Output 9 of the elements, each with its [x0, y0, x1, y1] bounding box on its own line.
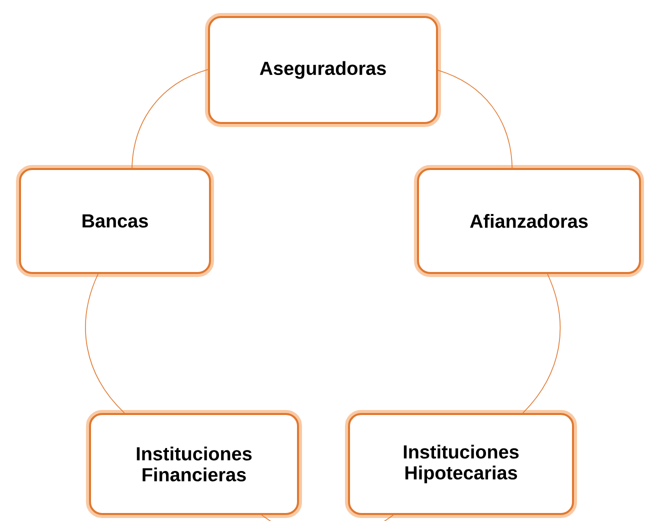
connector-arc — [522, 274, 560, 414]
connector-arc — [85, 274, 125, 414]
connector-arc — [438, 70, 513, 168]
rounded-box: Aseguradoras — [205, 12, 441, 127]
rounded-box: Bancas — [16, 164, 214, 277]
rounded-box: Afianzadoras — [414, 164, 644, 277]
connector-arc — [132, 69, 208, 168]
rounded-box: Instituciones Financieras — [86, 410, 302, 518]
rounded-box: Instituciones Hipotecarias — [345, 410, 577, 518]
